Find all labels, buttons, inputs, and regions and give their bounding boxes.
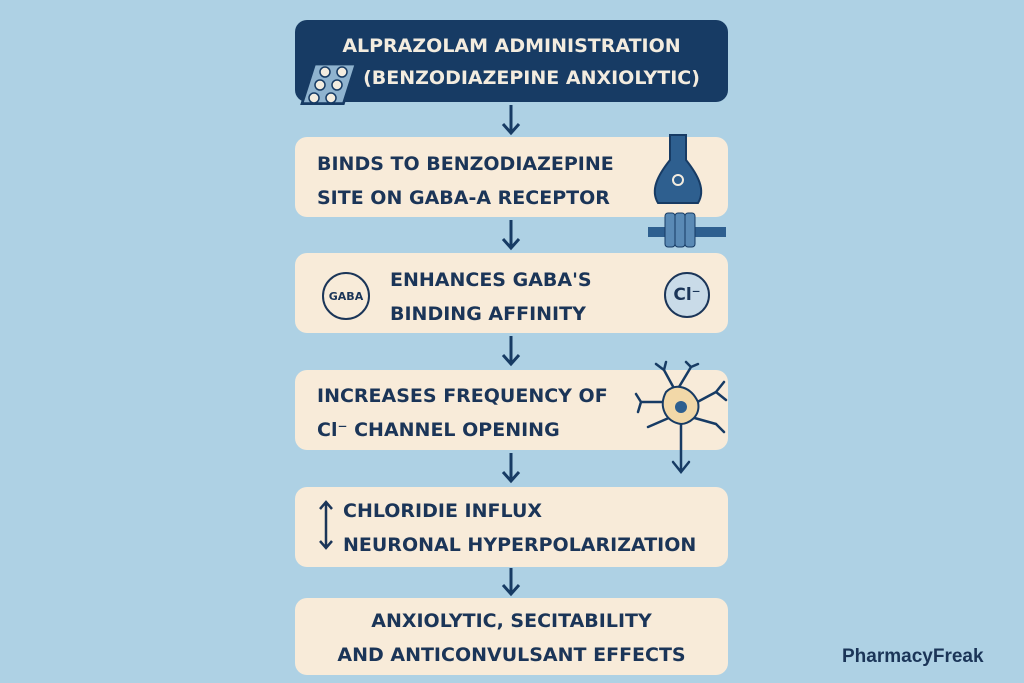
down-arrow-icon [501, 336, 521, 367]
step-alprazolam-administration: ALPRAZOLAM ADMINISTRATION (BENZODIAZEPIN… [295, 20, 728, 102]
step-line: CHLORIDIE INFLUX [343, 500, 543, 522]
step-line: SITE ON GABA-A RECEPTOR [317, 187, 610, 209]
up-down-arrow-icon [319, 500, 333, 550]
step-line: (BENZODIAZEPINE ANXIOLYTIC) [363, 67, 700, 89]
step-line: INCREASES FREQUENCY OF [317, 385, 608, 407]
down-arrow-icon [501, 105, 521, 136]
down-arrow-icon [501, 568, 521, 597]
chloride-ion-icon: Cl⁻ [664, 272, 710, 318]
watermark: PharmacyFreak [842, 646, 984, 667]
step-line: AND ANTICONVULSANT EFFECTS [337, 644, 686, 666]
step-increases-channel-opening: INCREASES FREQUENCY OF Cl⁻ CHANNEL OPENI… [295, 370, 728, 450]
neuron-icon [634, 360, 728, 475]
step-line: BINDS TO BENZODIAZEPINE [317, 153, 614, 175]
step-effects: ANXIOLYTIC, SECITABILITY AND ANTICONVULS… [295, 598, 728, 675]
step-chloride-influx: CHLORIDIE INFLUX NEURONAL HYPERPOLARIZAT… [295, 487, 728, 567]
synapse-receptor-icon [648, 134, 726, 248]
down-arrow-icon [501, 453, 521, 484]
down-arrow-icon [501, 220, 521, 251]
step-line: ENHANCES GABA'S [390, 269, 592, 291]
step-line: BINDING AFFINITY [390, 303, 586, 325]
step-line: Cl⁻ CHANNEL OPENING [317, 419, 560, 441]
gaba-icon: GABA [322, 272, 370, 320]
pill-blister-icon [300, 62, 358, 105]
step-line: ALPRAZOLAM ADMINISTRATION [342, 35, 681, 57]
step-line: NEURONAL HYPERPOLARIZATION [343, 534, 697, 556]
step-line: ANXIOLYTIC, SECITABILITY [371, 610, 652, 632]
step-binds-receptor: BINDS TO BENZODIAZEPINE SITE ON GABA-A R… [295, 137, 728, 217]
